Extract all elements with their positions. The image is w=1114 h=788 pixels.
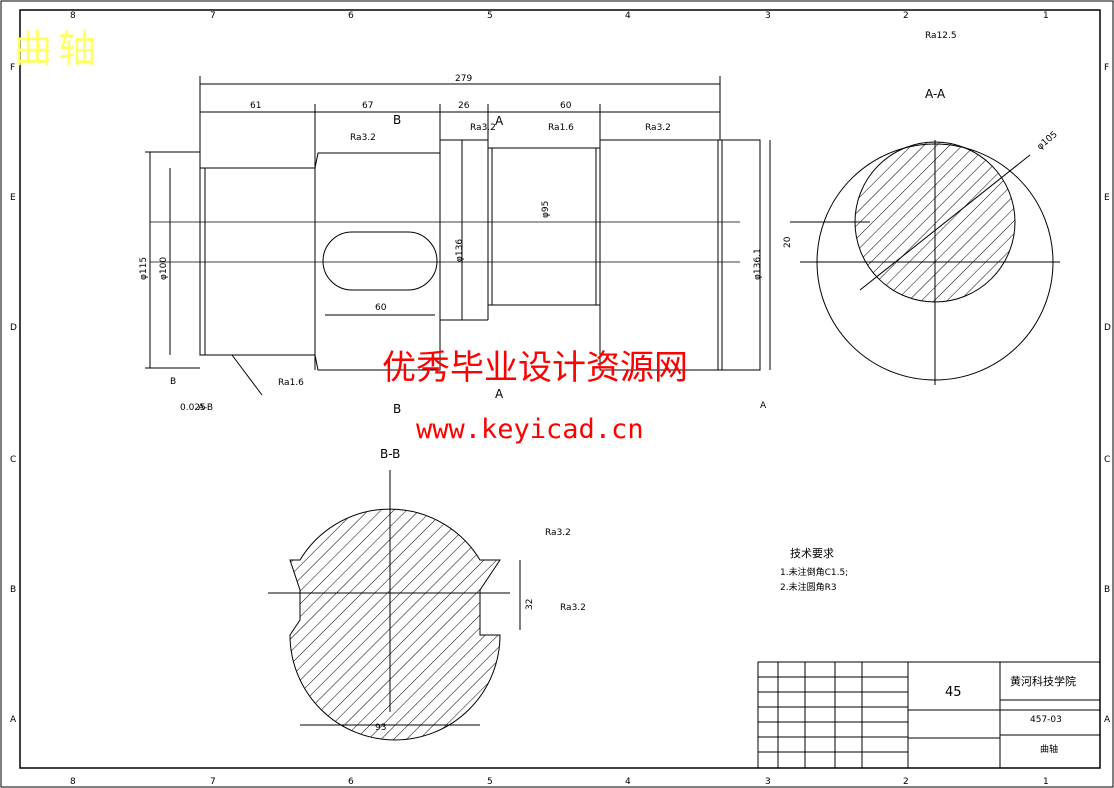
notes-item: 1.未注倒角C1.5;: [780, 566, 848, 578]
title-block: [757, 661, 1101, 769]
zone-row-label: B: [10, 585, 16, 595]
zone-column-label: 1: [1043, 777, 1049, 787]
zone-column-label: 2: [903, 11, 909, 21]
roughness-3: Ra1.6: [548, 123, 574, 133]
notes-item: 2.未注圆角R3: [780, 581, 837, 593]
zone-column-label: 1: [1043, 11, 1049, 21]
zone-column-label: 5: [487, 777, 493, 787]
watermark-url[interactable]: www.keyicad.cn: [416, 414, 644, 445]
dim-overall: 279: [455, 74, 472, 84]
zone-row-label: A: [1104, 715, 1111, 725]
part-name: 曲轴: [1040, 743, 1058, 755]
dim-d2: φ100: [159, 257, 169, 280]
zone-column-label: 5: [487, 11, 493, 21]
dim-d3: φ136: [455, 239, 465, 262]
zone-row-label: C: [1104, 455, 1110, 465]
dim-seg3: 26: [458, 101, 470, 111]
section-label-bb: B-B: [380, 447, 400, 461]
zone-column-label: 7: [210, 777, 216, 787]
zone-column-label: 3: [765, 777, 771, 787]
drawing-number: 457-03: [1030, 715, 1062, 725]
roughness-general: Ra12.5: [925, 31, 957, 41]
zone-column-label: 4: [625, 777, 631, 787]
roughness-6: Ra3.2: [545, 528, 571, 538]
material: 45: [945, 685, 962, 700]
zone-column-label: 8: [70, 11, 76, 21]
dim-bb-width: 93: [375, 723, 386, 733]
zone-row-label: C: [10, 455, 16, 465]
roughness-7: Ra3.2: [560, 603, 586, 613]
zone-row-label: F: [10, 63, 15, 73]
dim-d4: φ95: [541, 201, 551, 218]
zone-row-label: F: [1104, 63, 1109, 73]
tolerance-datum: A-B: [198, 403, 213, 413]
zone-row-label: E: [10, 193, 16, 203]
roughness-1: Ra3.2: [350, 133, 376, 143]
dim-aa-diameter: φ105: [1036, 130, 1060, 153]
dim-d1: φ115: [139, 257, 149, 280]
datum-a: A: [760, 401, 767, 411]
zone-column-label: 2: [903, 777, 909, 787]
zone-row-label: D: [10, 323, 17, 333]
section-bb: [268, 470, 521, 741]
zone-column-label: 6: [348, 777, 354, 787]
notes-heading: 技术要求: [790, 547, 834, 560]
watermark-cn: 优秀毕业设计资源网: [382, 348, 688, 388]
dim-aa-offset: 20: [783, 236, 793, 248]
dim-seg2: 67: [362, 101, 373, 111]
zone-column-label: 7: [210, 11, 216, 21]
roughness-2: Ra3.2: [470, 123, 496, 133]
section-mark-b-top: B: [393, 113, 401, 127]
zone-row-label: A: [10, 715, 17, 725]
section-label-aa: A-A: [925, 87, 946, 101]
dim-bb-key: 32: [525, 599, 535, 610]
datum-b: B: [170, 377, 176, 387]
section-mark-b-bottom: B: [393, 402, 401, 416]
zone-column-label: 6: [348, 11, 354, 21]
section-aa: [790, 140, 1060, 385]
zone-row-label: E: [1104, 193, 1110, 203]
section-mark-a-bottom: A: [495, 387, 504, 401]
zone-column-label: 3: [765, 11, 771, 21]
roughness-5: Ra1.6: [278, 378, 304, 388]
dim-d5: φ136.1: [753, 248, 763, 280]
zone-row-label: D: [1104, 323, 1111, 333]
dim-seg1: 61: [250, 101, 261, 111]
drawing-title: 曲轴: [14, 27, 103, 71]
roughness-4: Ra3.2: [645, 123, 671, 133]
tolerance-value: 0.025: [180, 403, 206, 413]
zone-column-label: 4: [625, 11, 631, 21]
school-name: 黄河科技学院: [1010, 674, 1076, 688]
zone-row-label: B: [1104, 585, 1110, 595]
zone-column-label: 8: [70, 777, 76, 787]
dim-seg4: 60: [560, 101, 572, 111]
section-mark-a-top: A: [495, 114, 504, 128]
shaft-front-view: [145, 76, 771, 396]
dim-keyway-length: 60: [375, 303, 387, 313]
